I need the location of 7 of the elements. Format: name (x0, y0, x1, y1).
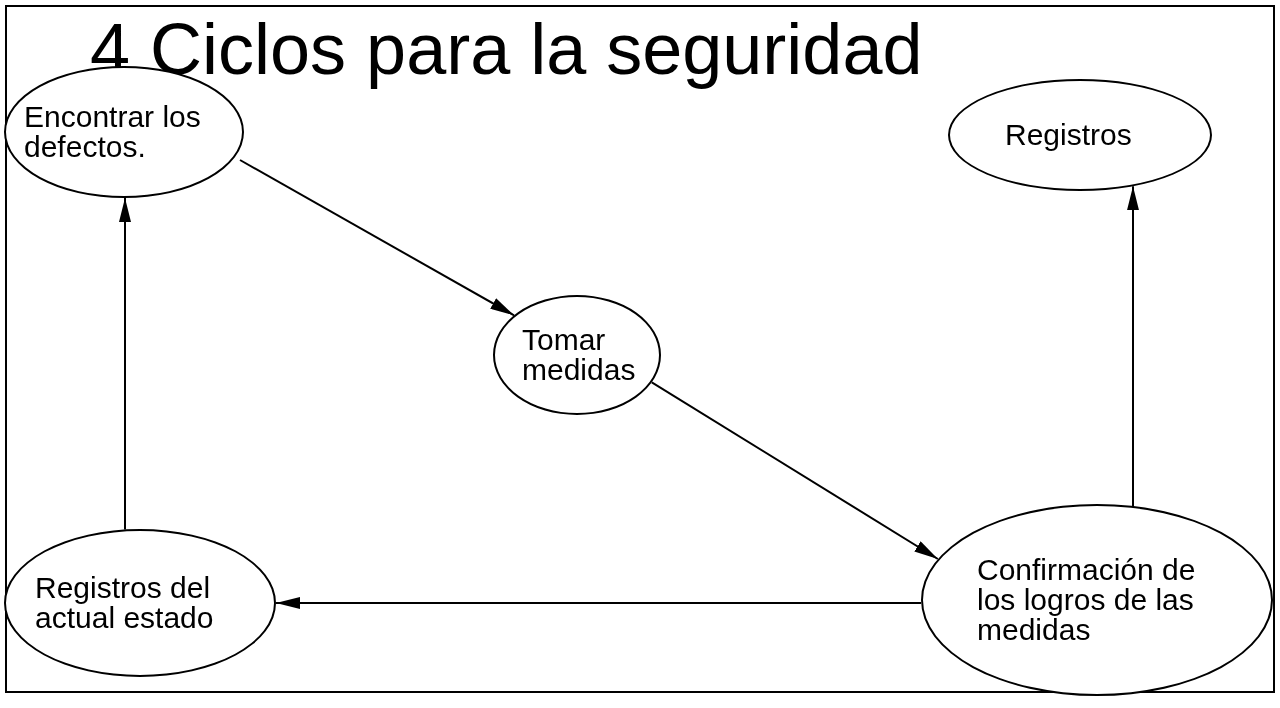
node-label: Registros (1005, 120, 1133, 150)
arrow (239, 159, 516, 317)
node-label: Encontrar los defectos. (24, 102, 202, 162)
node-label: Registros del actual estado (35, 573, 215, 633)
arrow (119, 197, 131, 531)
arrow (275, 597, 923, 609)
node-label: Confirmación de los logros de las medidas (977, 555, 1197, 645)
